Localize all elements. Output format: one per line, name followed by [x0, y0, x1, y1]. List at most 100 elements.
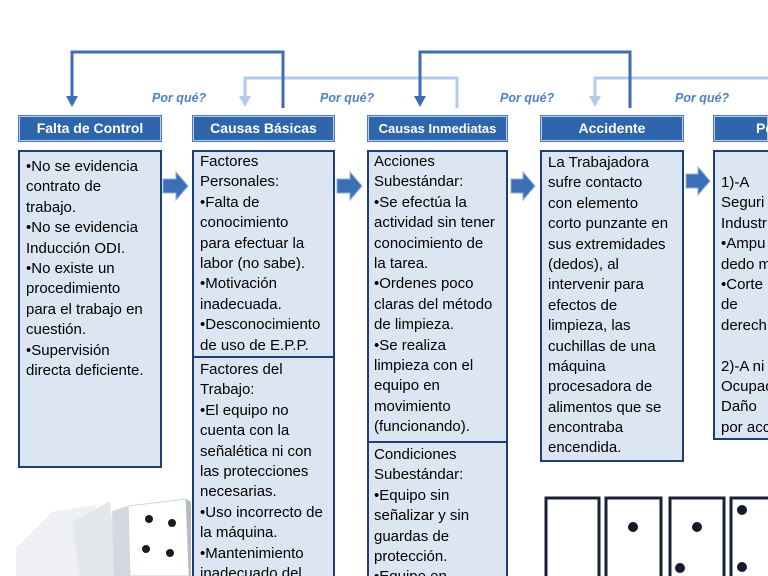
domino-pip — [166, 549, 174, 557]
falta-de-control-line: para el trabajo en — [26, 300, 143, 318]
why-link-basicas-to-falta-de-control — [70, 50, 285, 108]
factores-del-trabajo-line: cuenta con la — [200, 422, 290, 440]
condiciones-subestandar-line: Condiciones — [374, 446, 457, 463]
falta-de-control-line: Inducción ODI. — [26, 239, 126, 257]
condiciones-subestandar-line: •Equipo en — [374, 567, 506, 576]
acciones-subestandar-line: la tarea. — [374, 254, 429, 272]
domino-tile — [604, 496, 663, 576]
falta-de-control-line: cuestión. — [26, 321, 87, 339]
accidente-line: sus extremidades — [548, 235, 666, 253]
condiciones-subestandar-line: •Equipo sin — [374, 486, 450, 504]
perdida-line: 2)-A ni — [721, 357, 765, 375]
accidente-line: cuchillas de una — [548, 337, 656, 355]
domino-image-right — [544, 496, 768, 576]
why-link-inmediatas-to-basicas — [243, 76, 459, 108]
flow-arrow-3 — [510, 170, 536, 202]
factores-del-trabajo-line: señalética ni con — [200, 442, 312, 460]
falta-de-control-line: trabajo. — [26, 198, 77, 216]
why-arrowhead-accidente — [589, 96, 601, 107]
domino-pip — [737, 505, 747, 515]
header-causas-basicas: Causas Básicas — [192, 115, 335, 142]
accidente-line: encendida. — [548, 439, 622, 457]
factores-del-trabajo-line: Factores del — [200, 361, 283, 378]
factores-del-trabajo-line: •Uso incorrecto de — [200, 503, 323, 521]
condiciones-subestandar-line: guardas de — [374, 527, 450, 545]
domino-tile — [544, 496, 601, 576]
factores-del-trabajo-line: •El equipo no — [200, 401, 289, 419]
factores-personales-line: conocimiento — [200, 214, 289, 232]
falta-de-control-line: •Supervisión — [26, 341, 110, 359]
accidente-line: sufre contacto — [548, 174, 643, 192]
falta-de-control-line: contrato de — [26, 178, 102, 196]
factores-personales-line: para efectuar la — [200, 234, 305, 252]
accidente-line: alimentos que se — [548, 398, 662, 416]
why-link-perdida-to-accidente — [593, 76, 768, 98]
acciones-subestandar-line: conocimiento de — [374, 234, 484, 252]
header-perdida: Pe — [713, 115, 768, 142]
acciones-subestandar-line: limpieza con el — [374, 356, 474, 374]
falta-de-control-line: •No se evidencia — [26, 158, 138, 175]
flow-arrow-1 — [162, 170, 189, 202]
acciones-subestandar-line: •Se efectúa la — [374, 193, 467, 211]
factores-personales-line: •Falta de — [200, 193, 260, 211]
acciones-subestandar-line: •Se realiza — [374, 336, 446, 354]
domino-pip — [145, 515, 153, 523]
accidente-line: La Trabajadora — [548, 154, 649, 171]
perdida-line: 1)-A — [721, 174, 750, 191]
domino-blur-mid — [72, 501, 118, 576]
acciones-subestandar-line: •Ordenes poco — [374, 275, 474, 293]
condiciones-subestandar-line: señalizar y sin — [374, 507, 470, 525]
factores-personales-line: •Desconocimiento — [200, 316, 321, 334]
why-label-3: Por qué? — [500, 91, 555, 105]
factores-del-trabajo-line: •Mantenimiento — [200, 544, 304, 562]
acciones-subestandar-line: claras del método — [374, 295, 493, 313]
perdida-line: Daño — [721, 398, 757, 416]
perdida-line: derech — [721, 316, 767, 334]
acciones-subestandar-line: equipo en — [374, 377, 440, 395]
factores-del-trabajo-line: inadecuado del — [200, 564, 302, 576]
perdida-line: Industr — [721, 214, 767, 232]
perdida-line: •Corte — [721, 275, 763, 293]
domino-pip — [692, 522, 702, 532]
accidente-line: (dedos), al — [548, 255, 619, 273]
why-label-4: Por qué? — [675, 91, 730, 105]
acciones-subestandar-line: actividad sin tener — [374, 214, 495, 232]
header-accidente: Accidente — [540, 115, 684, 142]
domino-edge — [186, 499, 191, 576]
accidente-line: corto punzante en — [548, 215, 669, 233]
why-arrowhead-causas-basicas — [239, 96, 251, 107]
header-falta-de-control: Falta de Control — [18, 115, 162, 142]
domino-front-face — [127, 498, 190, 576]
falta-de-control-line: directa deficiente. — [26, 361, 144, 379]
perdida-line: dedo m — [721, 255, 768, 273]
factores-del-trabajo-line: la máquina. — [200, 524, 278, 542]
domino-tile — [729, 496, 768, 576]
why-arrowhead-causas-inmediatas — [414, 96, 426, 107]
accidente-line: limpieza, las — [548, 317, 631, 335]
factores-personales-line: de uso de E.P.P. — [200, 336, 309, 354]
factores-personales-line: Factores — [200, 153, 259, 170]
accidente-line: efectos de — [548, 296, 618, 314]
box-falta-de-control: •No se evidencia contrato de trabajo. •No s… — [18, 150, 162, 468]
falta-de-control-line: •No se evidencia — [26, 219, 138, 237]
accidente-line: encontraba — [548, 419, 624, 437]
perdida-line: •Ampu — [721, 235, 766, 253]
why-label-2: Por qué? — [320, 91, 375, 105]
factores-personales-line: labor (no sabe). — [200, 254, 306, 272]
accidente-line: intervenir para — [548, 276, 644, 294]
factores-del-trabajo-line: las protecciones — [200, 462, 309, 480]
flow-arrow-4 — [685, 165, 711, 197]
factores-del-trabajo-line: necesarias. — [200, 483, 277, 501]
perdida-line: Ocupac — [721, 377, 768, 395]
factores-personales-line: Personales: — [200, 173, 280, 191]
domino-pip — [142, 545, 150, 553]
domino-pip — [628, 522, 638, 532]
